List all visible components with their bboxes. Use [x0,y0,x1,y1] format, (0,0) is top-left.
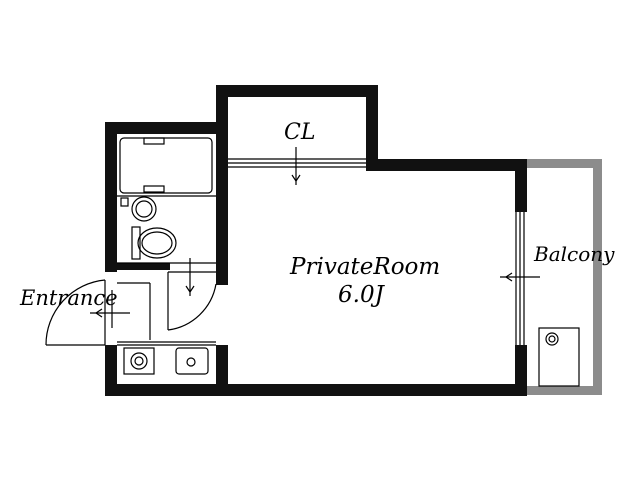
bathroom-door [167,258,217,331]
balcony-walls [525,159,602,395]
toilet [131,226,177,260]
kitchen [123,347,209,375]
room-name-label: PrivateRoom [289,254,440,280]
entrance-label: Entrance [19,286,118,310]
bathtub [119,137,213,194]
entrance-door [45,279,130,346]
balcony-label: Balcony [533,242,615,266]
washbasin [120,196,157,222]
walls [105,85,527,396]
room-size-label: 6.0J [338,282,386,308]
thin-lines [104,147,540,346]
closet-label: CL [284,120,315,145]
balcony-drain [538,327,580,387]
